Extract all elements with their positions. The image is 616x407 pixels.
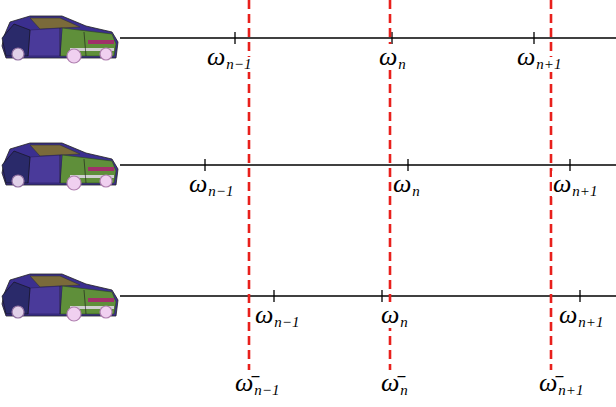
mode-index: n−1 xyxy=(225,57,252,72)
reference-line xyxy=(249,0,551,370)
mode-index: n xyxy=(399,315,409,330)
frequency-symbol: ω xyxy=(254,302,274,328)
frequency-symbol: ω xyxy=(378,44,398,70)
mode-index: n xyxy=(397,57,407,72)
frequency-symbol: ω̄ xyxy=(538,370,558,396)
frequency-symbol: ω xyxy=(392,171,412,197)
frequency-symbol: ω xyxy=(206,44,226,70)
frequency-symbol: ω xyxy=(552,171,572,197)
frequency-symbol: ω xyxy=(380,302,400,328)
frequency-symbol: ω xyxy=(188,171,208,197)
mode-index: n−1 xyxy=(207,184,234,199)
frequency-symbol: ω̄ xyxy=(380,370,400,396)
frequency-symbol: ω xyxy=(558,302,578,328)
mode-index: n xyxy=(411,184,421,199)
frequency-symbol: ω xyxy=(516,44,536,70)
mode-index: n−1 xyxy=(253,383,280,398)
mode-index: n+1 xyxy=(577,315,604,330)
mode-index: n+1 xyxy=(557,383,584,398)
mode-index: n−1 xyxy=(273,315,300,330)
mode-index: n+1 xyxy=(535,57,562,72)
frequency-axis xyxy=(120,32,616,302)
mode-index: n+1 xyxy=(571,184,598,199)
mode-index: n xyxy=(399,383,409,398)
frequency-symbol: ω̄ xyxy=(234,370,254,396)
